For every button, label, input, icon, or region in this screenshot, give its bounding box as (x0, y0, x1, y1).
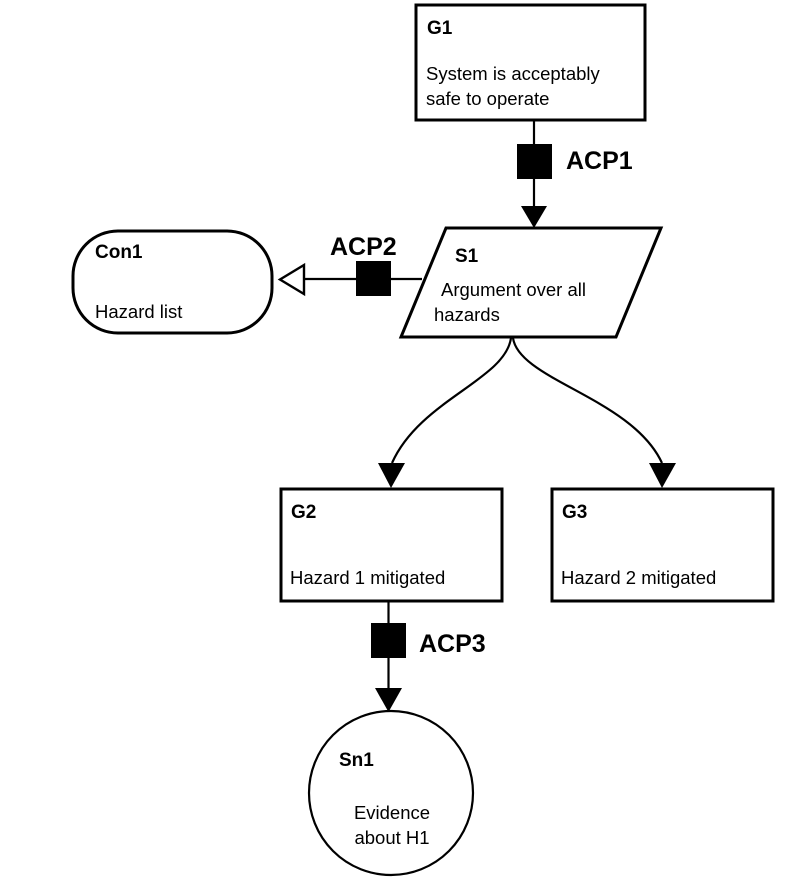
arrowhead-into-sn1 (375, 688, 402, 712)
g1-body-line-2: safe to operate (426, 88, 549, 109)
arrowhead-into-g3 (649, 463, 676, 488)
con1-id-label: Con1 (95, 242, 143, 263)
acp1-label: ACP1 (566, 147, 633, 175)
g1-body-line-1: System is acceptably (426, 63, 601, 84)
acp3-square-icon (371, 623, 406, 658)
acp1-square-icon (517, 144, 552, 179)
g3-body-line-1: Hazard 2 mitigated (561, 567, 716, 588)
arrowhead-into-s1 (521, 206, 547, 228)
acp3-label: ACP3 (419, 630, 486, 658)
acp-marker-acp2[interactable]: ACP2 (330, 233, 397, 296)
arrowhead-into-g2 (378, 463, 405, 488)
edge-curve-s1-g3 (511, 337, 663, 464)
con1-rounded-rect-shape (71, 229, 274, 335)
sn1-body-line-1: Evidence (354, 802, 430, 823)
acp2-square-icon (356, 261, 391, 296)
s1-parallelogram-shape (398, 226, 664, 339)
con1-body-line-1: Hazard list (95, 301, 182, 322)
sn1-body-line-2: about H1 (354, 827, 429, 848)
g2-id-label: G2 (291, 502, 316, 523)
s1-body-line-1: Argument over all (441, 279, 586, 300)
node-s1[interactable]: S1 Argument over all hazards (398, 226, 664, 339)
edge-s1-to-con1[interactable] (277, 262, 422, 297)
sn1-circle-shape (307, 709, 475, 877)
g1-rectangle-shape (414, 3, 647, 122)
g2-body-line-1: Hazard 1 mitigated (290, 567, 445, 588)
node-g2[interactable]: G2 Hazard 1 mitigated (279, 487, 504, 603)
s1-id-label: S1 (455, 246, 479, 267)
g2-rectangle-shape (279, 487, 504, 603)
acp-marker-acp1[interactable]: ACP1 (517, 144, 633, 179)
g1-id-label: G1 (427, 18, 453, 39)
g3-rectangle-shape (550, 487, 775, 603)
node-g1[interactable]: G1 System is acceptably safe to operate (414, 3, 647, 122)
arrowhead-into-con1 (277, 262, 306, 297)
sn1-id-label: Sn1 (339, 750, 374, 771)
node-con1[interactable]: Con1 Hazard list (71, 229, 274, 335)
acp2-label: ACP2 (330, 233, 397, 261)
edge-curve-s1-g2 (390, 337, 513, 464)
acp-marker-acp3[interactable]: ACP3 (371, 623, 486, 658)
s1-body-line-2: hazards (434, 304, 500, 325)
node-sn1[interactable]: Sn1 Evidence about H1 (307, 709, 475, 877)
edge-s1-to-g3[interactable] (511, 337, 676, 488)
node-g3[interactable]: G3 Hazard 2 mitigated (550, 487, 775, 603)
edge-s1-to-g2[interactable] (378, 337, 513, 488)
g3-id-label: G3 (562, 502, 587, 523)
